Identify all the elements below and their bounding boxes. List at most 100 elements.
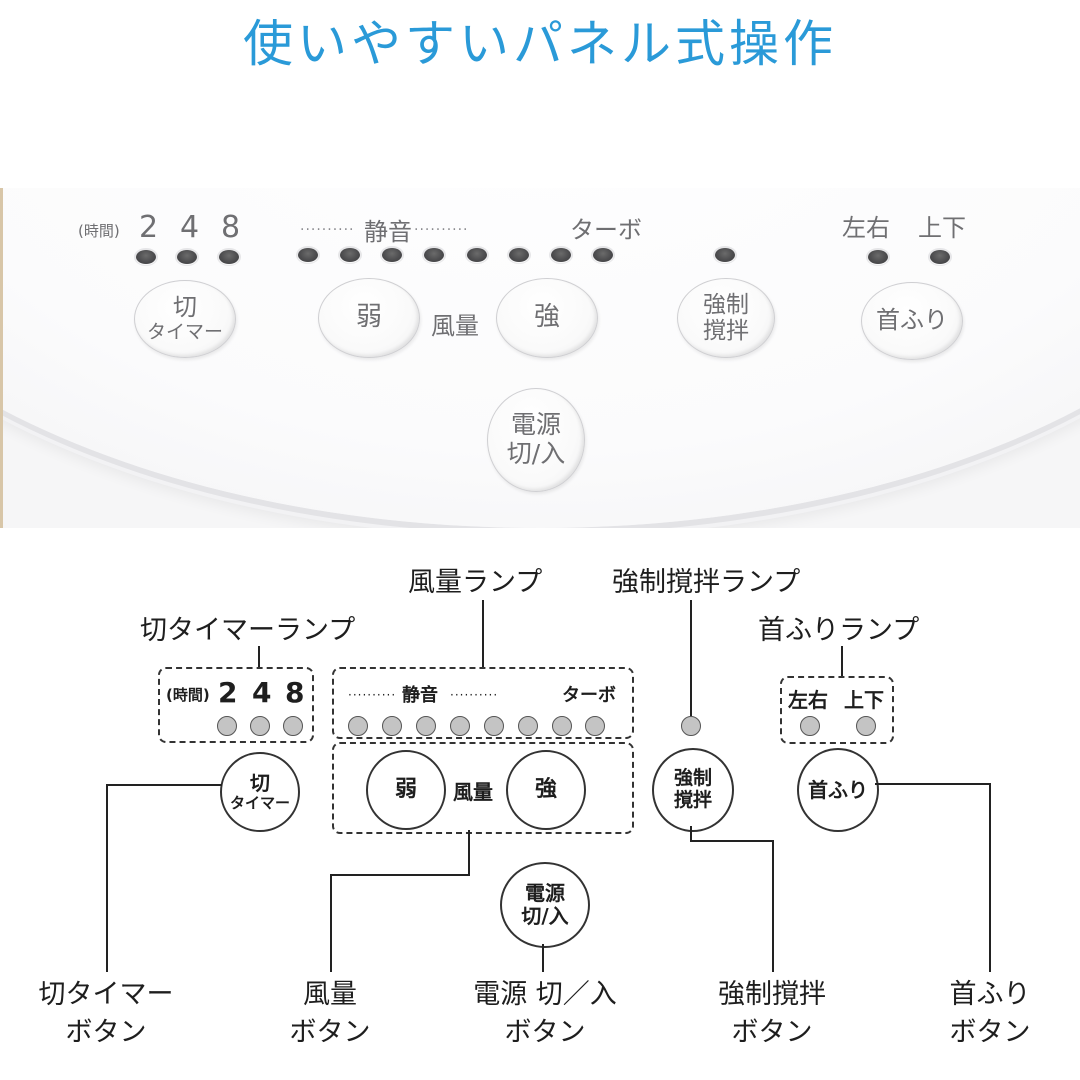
diagram-timer-button[interactable]: 切 タイマー: [220, 752, 300, 832]
power-button-leader: [542, 944, 544, 972]
swing-lr-lamp: [868, 250, 888, 264]
diagram-wind-lamp-1: [348, 716, 368, 736]
diagram-power-line2: 切/入: [521, 904, 569, 928]
callout-swing-button-line1: 首ふり: [949, 979, 1031, 1010]
wind-strong-label: 強: [533, 302, 560, 333]
callout-timer-button-line1: 切タイマー: [38, 979, 174, 1010]
stir-button-leader-v2: [772, 840, 774, 972]
diagram-wind-lamp-8: [585, 716, 605, 736]
wind-button-leader-v1: [468, 830, 470, 876]
wind-turbo-label: ターボ: [570, 216, 642, 244]
wind-button-group: [332, 742, 634, 834]
callout-timer-lamp: 切タイマーランプ: [140, 615, 356, 646]
wind-lamp-5: [467, 248, 487, 262]
wind-button-leader-v2: [330, 874, 332, 972]
diagram-wind-lamp-4: [450, 716, 470, 736]
diagram-swing-label: 首ふり: [808, 777, 868, 802]
swing-lr-label: 左右: [842, 214, 890, 242]
diagram-hour-2: 2: [218, 676, 238, 709]
callout-wind-button: 風量 ボタン: [270, 976, 390, 1052]
diagram-swing-ud-label: 上下: [844, 688, 884, 712]
wind-weak-label: 弱: [355, 302, 382, 333]
timer-button-leader-v: [106, 784, 108, 972]
diagram-timer-hours-label: (時間): [166, 686, 210, 704]
timer-lamp-4: [177, 250, 197, 264]
diagram-wind-dots-left: ··········: [348, 688, 397, 702]
timer-hour-2: 2: [139, 210, 159, 245]
swing-lamp-group: [780, 676, 894, 744]
wind-button-leader-h: [330, 874, 470, 876]
diagram-swing-lr-lamp: [800, 716, 820, 736]
wind-lamp-6: [509, 248, 529, 262]
swing-lamp-leader: [841, 646, 843, 676]
wind-dots-right: ··········: [414, 222, 469, 238]
wind-lamp-1: [298, 248, 318, 262]
callout-power-button-line1: 電源 切／入: [473, 979, 617, 1010]
swing-button-label: 首ふり: [876, 306, 948, 335]
power-button-line1: 電源: [510, 410, 561, 440]
callout-timer-button-line2: ボタン: [65, 1017, 147, 1048]
wind-strong-button[interactable]: 強: [496, 278, 598, 358]
swing-button-leader-v: [989, 783, 991, 972]
power-button-line2: 切/入: [506, 439, 566, 468]
wind-volume-label: 風量: [431, 312, 479, 340]
timer-lamp-group: [158, 667, 314, 743]
timer-hour-8: 8: [221, 210, 241, 245]
diagram-swing-button[interactable]: 首ふり: [797, 748, 879, 832]
power-button[interactable]: 電源 切/入: [487, 388, 585, 492]
swing-button[interactable]: 首ふり: [861, 282, 963, 360]
diagram-wind-lamp-5: [484, 716, 504, 736]
timer-lamp-2: [136, 250, 156, 264]
swing-ud-lamp: [930, 250, 950, 264]
wind-lamp-group: [332, 667, 634, 739]
diagram-stir-button[interactable]: 強制 撹拌: [652, 748, 734, 832]
diagram-wind-turbo-label: ターボ: [562, 685, 616, 706]
callout-timer-button: 切タイマー ボタン: [26, 976, 186, 1052]
callout-wind-button-line2: ボタン: [289, 1017, 371, 1048]
callout-power-button-line2: ボタン: [504, 1017, 586, 1048]
diagram-wind-lamp-7: [552, 716, 572, 736]
timer-hour-4: 4: [180, 210, 200, 245]
callout-wind-button-line1: 風量: [303, 979, 357, 1010]
forced-stir-line2: 撹拌: [703, 318, 749, 344]
diagram-swing-lr-label: 左右: [788, 688, 828, 712]
diagram-wind-lamp-2: [382, 716, 402, 736]
photo-edge-strip: [0, 188, 3, 528]
diagram-hour-4: 4: [252, 676, 272, 709]
page-title: 使いやすいパネル式操作: [243, 15, 837, 73]
wind-dots-left: ··········: [300, 222, 355, 238]
stir-lamp: [715, 248, 735, 262]
timer-button-line1: 切: [173, 293, 197, 322]
diagram-weak-button[interactable]: 弱: [366, 750, 446, 830]
wind-weak-button[interactable]: 弱: [318, 278, 420, 358]
diagram-strong-button[interactable]: 強: [506, 750, 586, 830]
callout-stir-button: 強制撹拌 ボタン: [702, 976, 842, 1052]
callout-stir-lamp: 強制撹拌ランプ: [612, 567, 801, 598]
diagram-stir-lamp: [681, 716, 701, 736]
callout-swing-button: 首ふり ボタン: [935, 976, 1045, 1052]
forced-stir-button[interactable]: 強制 撹拌: [677, 278, 775, 358]
control-panel-photo: (時間) 2 4 8 切 タイマー ·········· 静音 ········…: [0, 188, 1080, 528]
diagram-timer-lamp-2: [217, 716, 237, 736]
timer-lamp-8: [219, 250, 239, 264]
timer-button[interactable]: 切 タイマー: [134, 280, 236, 358]
timer-button-leader-h: [106, 784, 222, 786]
diagram-power-button[interactable]: 電源 切/入: [500, 862, 590, 948]
diagram-stir-line1: 強制: [673, 767, 712, 790]
diagram-wind-lamp-3: [416, 716, 436, 736]
diagram-weak-label: 弱: [394, 777, 417, 803]
diagram-strong-label: 強: [534, 777, 557, 803]
diagram-wind-quiet-label: 静音: [402, 685, 438, 706]
wind-lamp-3: [382, 248, 402, 262]
diagram-wind-lamp-6: [518, 716, 538, 736]
stir-lamp-leader: [690, 600, 692, 716]
stir-button-leader-h: [690, 840, 774, 842]
callout-swing-button-line2: ボタン: [949, 1017, 1031, 1048]
diagram-wind-dots-right: ··········: [450, 688, 499, 702]
callout-stir-button-line1: 強制撹拌: [718, 979, 826, 1010]
wind-quiet-label: 静音: [364, 218, 412, 246]
timer-lamp-leader: [258, 646, 260, 668]
callout-wind-lamp: 風量ランプ: [408, 567, 543, 598]
diagram-timer-lamp-8: [283, 716, 303, 736]
callout-stir-button-line2: ボタン: [731, 1017, 813, 1048]
